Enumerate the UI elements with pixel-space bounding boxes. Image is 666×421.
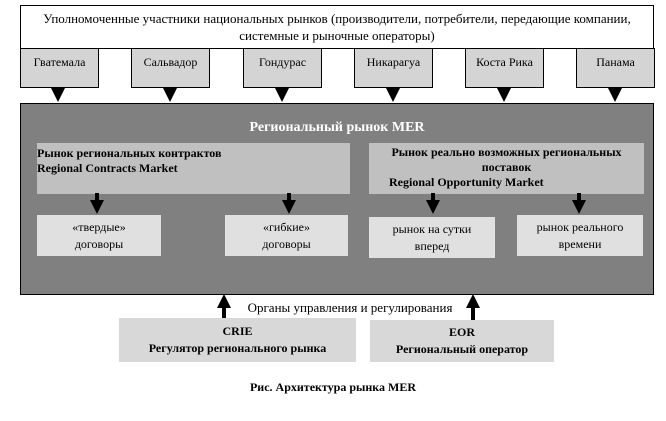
crie-box: CRIE Регулятор регионального рынка [119, 318, 356, 362]
contracts-market-box: Рынок региональных контрактов Regional C… [37, 143, 350, 194]
arrow-up-icon [466, 294, 480, 308]
arrow-down-icon [572, 200, 586, 214]
crie-desc: Регулятор регионального рынка [148, 341, 327, 355]
arrow-down-icon [386, 88, 400, 102]
country-costa-rica: Коста Рика [465, 48, 544, 88]
arrow-down-icon [497, 88, 511, 102]
flexible-contracts-box: «гибкие» договоры [225, 215, 348, 256]
country-guatemala: Гватемала [20, 48, 99, 88]
contracts-market-ru: Рынок региональных контрактов [37, 146, 222, 160]
opportunity-market-en: Regional Opportunity Market [389, 175, 544, 189]
participants-box: Уполномоченные участники национальных ры… [20, 5, 654, 49]
mer-title: Региональный рынок MER [249, 120, 425, 135]
real-time-market-box: рынок реального времени [517, 215, 643, 256]
eor-name: EOR [448, 325, 475, 339]
arrow-down-icon [163, 88, 177, 102]
figure-caption: Рис. Архитектура рынка MER [249, 380, 417, 394]
governance-label: Органы управления и регулирования [247, 300, 453, 315]
firm-contracts-box: «твердые» договоры [37, 215, 161, 256]
arrow-down-icon [51, 88, 65, 102]
day-ahead-market-box: рынок на сутки вперед [369, 217, 495, 258]
country-nicaragua: Никарагуа [354, 48, 433, 88]
arrow-down-icon [282, 200, 296, 214]
country-salvador: Сальвадор [131, 48, 210, 88]
mer-region [20, 103, 654, 295]
opportunity-market-ru: Рынок реально возможных региональных пос… [391, 145, 622, 174]
crie-name: CRIE [222, 324, 253, 338]
arrow-down-icon [275, 88, 289, 102]
arrow-down-icon [90, 200, 104, 214]
eor-box: EOR Региональный оператор [370, 320, 554, 362]
arrow-down-icon [426, 200, 440, 214]
arrow-down-icon [608, 88, 622, 102]
eor-desc: Региональный оператор [395, 342, 529, 356]
contracts-market-en: Regional Contracts Market [37, 161, 178, 175]
arrow-up-icon [217, 294, 231, 308]
opportunity-market-box: Рынок реально возможных региональных пос… [369, 143, 644, 194]
country-honduras: Гондурас [243, 48, 322, 88]
country-panama: Панама [576, 48, 655, 88]
